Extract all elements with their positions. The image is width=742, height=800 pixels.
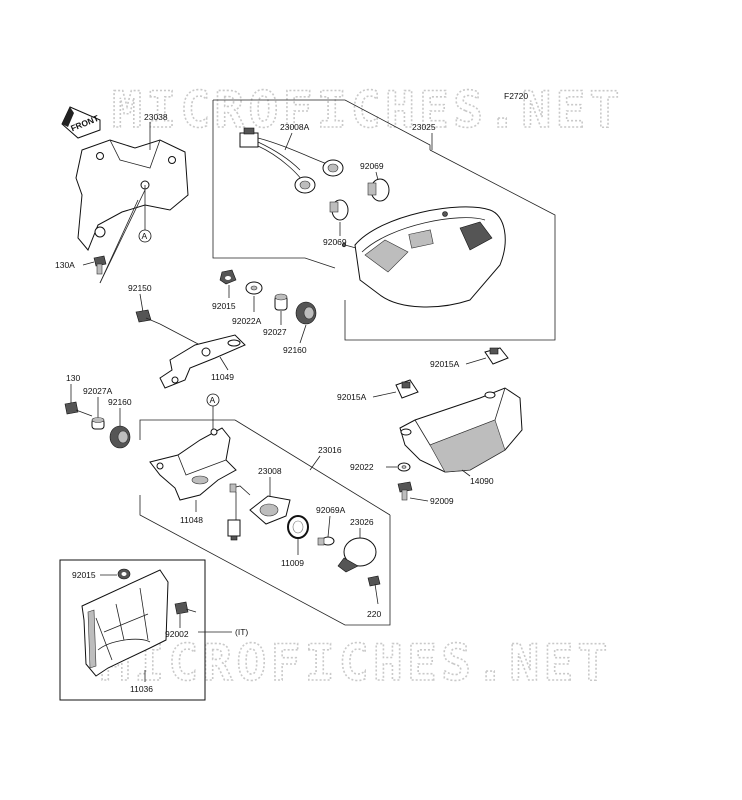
bracket-11049 [159,334,246,389]
nut-92015a-mid [395,379,419,399]
label-23016: 23016 [318,445,342,455]
label-92022a: 92022A [232,316,262,326]
label-92015: 92015 [212,301,236,311]
label-92069-bottom: 92069 [323,237,347,247]
bulb-92069-bottom [329,199,349,221]
label-92069-top: 92069 [360,161,384,171]
collar-92027 [274,293,288,311]
label-92015a-mid: 92015A [337,392,367,402]
screw-220 [367,575,381,605]
label-220: 220 [367,609,381,619]
label-92022: 92022 [350,462,374,472]
washer-92022 [397,462,411,472]
gasket-11009 [287,515,309,539]
label-92160-top: 92160 [283,345,307,355]
wiring-harness-23008a [239,127,344,194]
rear-fender-14090 [399,387,523,473]
label-92009: 92009 [430,496,454,506]
damper-92160-bottom [109,425,131,449]
nut-92015a-top [484,347,509,365]
bolt-130a [93,255,107,275]
label-130: 130 [66,373,80,383]
label-11049: 11049 [211,372,234,382]
label-92015-plate: 92015 [72,570,96,580]
label-92002-note: (IT) [235,627,248,637]
watermark-bottom: MICROFICHES.NET [100,634,612,692]
label-23038: 23038 [144,112,168,122]
bulb-92069a [317,536,335,546]
watermark-top: MICROFICHES.NET [112,81,624,139]
plate-bracket-box [59,559,206,701]
label-92027a: 92027A [83,386,113,396]
socket-23008 [227,483,291,541]
collar-92027a [91,417,105,430]
label-11036: 11036 [130,684,153,694]
bulb-92069-top [367,178,390,202]
label-92002: 92002 [165,629,189,639]
ref-marker-a-bottom: A [210,395,216,405]
label-14090: 14090 [470,476,494,486]
nut-92015 [219,269,237,285]
bolt-130 [64,401,93,417]
license-plate-bracket-11036 [81,569,169,677]
screw-92009 [397,481,413,501]
label-130a: 130A [55,260,75,270]
ref-marker-a-top: A [142,231,148,241]
figure-code: F2720 [504,91,528,101]
damper-92160-top [295,301,317,325]
label-23026: 23026 [350,517,374,527]
bolt-92150 [135,309,161,325]
label-23008a: 23008A [280,122,310,132]
label-23025: 23025 [412,122,436,132]
label-92160-bottom: 92160 [108,397,132,407]
bracket-11048 [149,427,237,501]
bracket-23038 [75,139,189,251]
tail-light-housing [341,206,506,308]
lens-23026 [337,537,377,573]
label-92027: 92027 [263,327,287,337]
front-arrow-icon: FRONT [61,106,101,139]
bolt-92002 [174,601,197,615]
label-11048: 11048 [180,515,203,525]
label-11009: 11009 [281,558,304,568]
nut-92015-plate [117,568,131,580]
label-92150: 92150 [128,283,152,293]
label-23008: 23008 [258,466,282,476]
label-92069a: 92069A [316,505,346,515]
label-92015a-top: 92015A [430,359,460,369]
washer-92022a [245,281,263,295]
